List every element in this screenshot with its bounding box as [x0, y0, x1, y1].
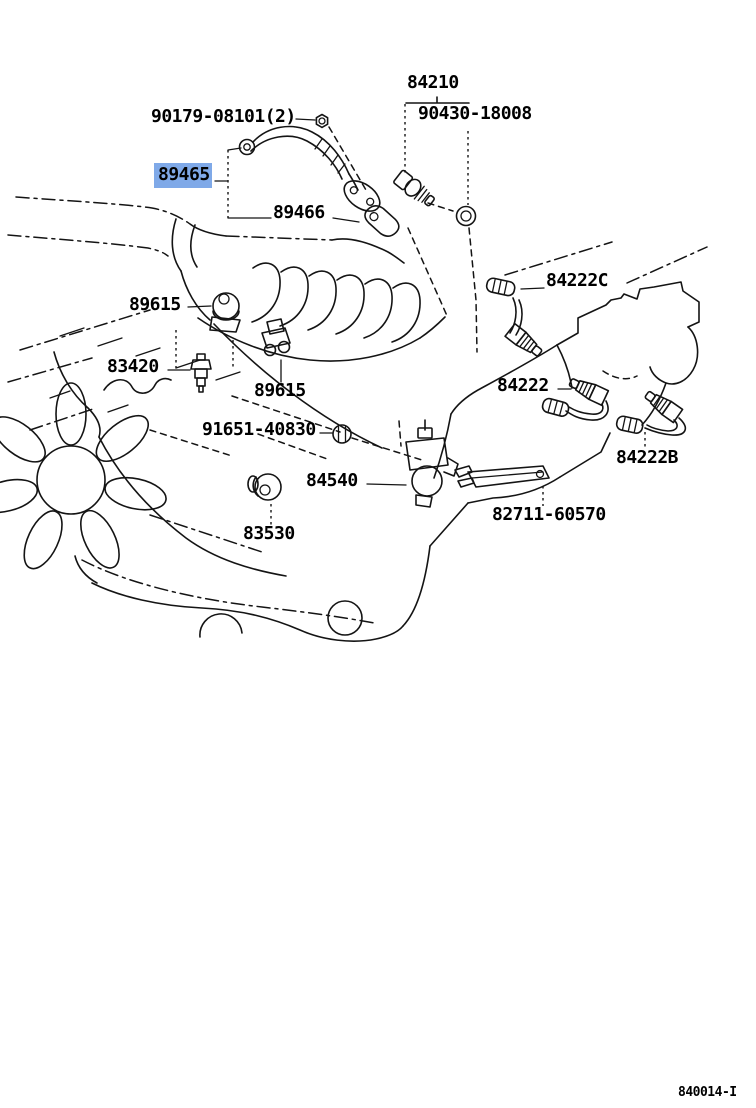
part-label-89615-b: 89615: [254, 380, 306, 401]
part-label-84222b: 84222B: [616, 447, 679, 468]
cooling-fan-drawing: [0, 383, 262, 574]
nut-90179-icon: [316, 115, 327, 128]
part-label-89465-highlighted: 89465: [154, 163, 212, 188]
part-label-84540: 84540: [306, 470, 358, 491]
part-label-89466: 89466: [273, 202, 325, 223]
vsv-valve-84540-drawing: [406, 420, 458, 507]
part-label-89615-a: 89615: [129, 294, 181, 315]
knock-sensor-wire-89465-drawing: [240, 127, 386, 218]
transmission-drawing: [430, 282, 699, 546]
oil-pan-drawing: [75, 546, 430, 641]
cylinder-head-drawing: [8, 310, 382, 576]
oxygen-sensor-84222-drawing: [541, 375, 608, 420]
leader-lines: [168, 97, 645, 525]
sensor-89615b-drawing: [262, 319, 290, 356]
sender-84210-drawing: [392, 169, 437, 210]
bolt-91651-icon: [333, 425, 351, 443]
part-label-90430-18008: 90430-18008: [418, 103, 532, 124]
wire-bracket-82711-drawing: [455, 466, 549, 487]
spark-plug-83420-drawing: [191, 354, 211, 392]
part-label-90179-08101: 90179-08101(2): [151, 106, 296, 127]
sender-83530-drawing: [248, 474, 281, 500]
oxygen-sensor-84222c-drawing: [486, 277, 545, 360]
gasket-ring-90430-drawing: [457, 207, 476, 226]
oxygen-sensor-84222b-drawing: [616, 388, 686, 435]
body-reference-lines: [8, 197, 707, 283]
part-label-84222: 84222: [497, 375, 549, 396]
gasket-89466-drawing: [361, 201, 404, 240]
part-label-83420: 83420: [107, 356, 159, 377]
sensor-89615a-drawing: [210, 293, 240, 332]
part-label-84210: 84210: [407, 72, 459, 93]
part-label-82711-60570: 82711-60570: [492, 504, 606, 525]
part-label-84222c: 84222C: [546, 270, 609, 291]
figure-code: 840014-I: [678, 1085, 737, 1100]
part-label-83530: 83530: [243, 523, 295, 544]
part-label-91651-40830: 91651-40830: [202, 419, 316, 440]
intake-manifold-drawing: [172, 219, 448, 361]
